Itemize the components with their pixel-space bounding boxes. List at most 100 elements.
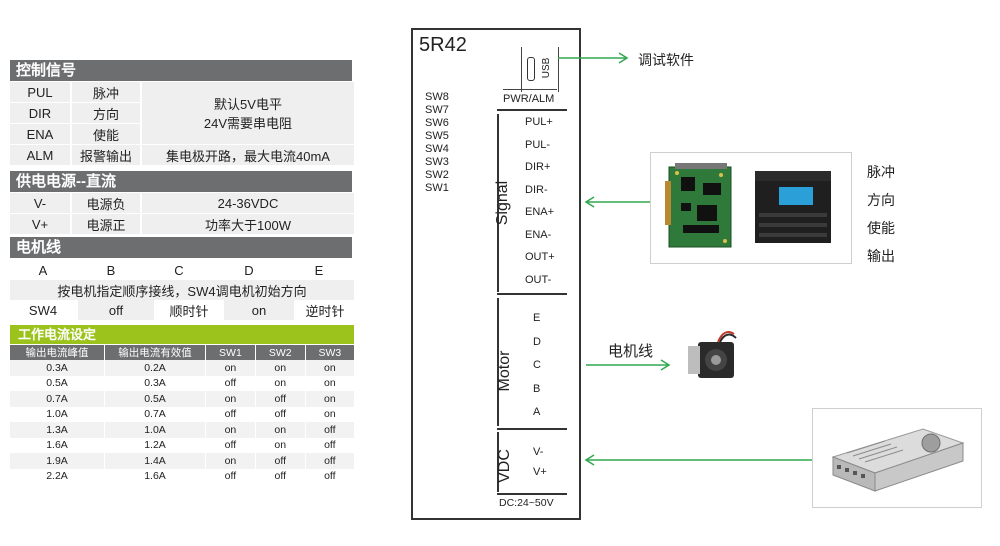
- table-cell: off: [305, 453, 354, 469]
- power-pin: V-: [10, 193, 70, 213]
- power-supply-header: 供电电源--直流: [10, 171, 352, 192]
- table-cell: on: [255, 360, 306, 376]
- vdc-pin: V-: [533, 446, 544, 458]
- signal-desc: 报警输出: [72, 145, 140, 165]
- table-cell: on: [255, 422, 306, 438]
- table-cell: on: [305, 391, 354, 407]
- table-cell: off: [255, 468, 306, 484]
- level-note-line2: 24V需要串电阻: [203, 116, 293, 131]
- col-sw1: SW1: [205, 345, 256, 360]
- alarm-output-note: 集电极开路，最大电流40mA: [142, 145, 354, 165]
- motor-wire-letter: C: [146, 260, 212, 280]
- table-cell: 1.4A: [104, 453, 206, 469]
- dip-switch-label: SW6: [425, 117, 449, 129]
- dip-switch-label: SW1: [425, 182, 449, 194]
- table-cell: 0.3A: [10, 360, 105, 376]
- driver-model: 5R42: [419, 34, 467, 56]
- table-cell: off: [305, 437, 354, 453]
- table-cell: on: [205, 453, 256, 469]
- motor-wire-letter: D: [214, 260, 284, 280]
- controller-label-enable: 使能: [867, 220, 895, 236]
- controller-label-direction: 方向: [867, 192, 895, 208]
- signal-pin: OUT+: [525, 251, 555, 263]
- table-cell: 1.6A: [104, 468, 206, 484]
- sw4-on: on: [224, 300, 294, 320]
- table-cell: 1.0A: [10, 406, 105, 422]
- table-cell: on: [205, 422, 256, 438]
- table-cell: on: [205, 391, 256, 407]
- stepper-motor-icon: [688, 331, 737, 378]
- motor-pin: C: [533, 359, 541, 371]
- usb-divider: [503, 89, 557, 90]
- usb-arrow-head: [618, 52, 629, 64]
- table-cell: 0.7A: [104, 406, 206, 422]
- power-pin-desc: 电源正: [72, 214, 140, 234]
- motor-pin: D: [533, 335, 541, 348]
- signal-pin: PUL+: [525, 116, 553, 128]
- dip-switch-label: SW7: [425, 104, 449, 116]
- signal-desc: 脉冲: [72, 82, 140, 102]
- table-cell: on: [255, 375, 306, 391]
- table-cell: 1.6A: [10, 437, 105, 453]
- signal-desc: 方向: [72, 103, 140, 123]
- col-peak-current: 输出电流峰值: [10, 345, 105, 360]
- debug-software-label: 调试软件: [638, 52, 694, 68]
- motor-pin: A: [533, 406, 541, 418]
- sw4-counterclockwise: 逆时针: [296, 300, 354, 320]
- motor-wire-letter: A: [10, 260, 76, 280]
- power-supply-illustration: [831, 428, 965, 492]
- signal-level-note: 默认5V电平 24V需要串电阻: [142, 82, 354, 144]
- vdc-range: DC:24~50V: [499, 497, 554, 509]
- signal-pin: ENA-: [525, 228, 552, 241]
- table-cell: off: [255, 453, 306, 469]
- motor-wire-header: 电机线: [10, 237, 352, 258]
- pwr-divider: [497, 109, 567, 111]
- sw4-clockwise: 顺时针: [156, 300, 222, 320]
- controller-label-pulse: 脉冲: [867, 164, 895, 180]
- table-cell: on: [305, 360, 354, 376]
- col-sw3: SW3: [305, 345, 354, 360]
- table-cell: off: [255, 406, 306, 422]
- motor-divider: [497, 428, 567, 430]
- table-cell: off: [205, 468, 256, 484]
- power-pin-desc: 电源负: [72, 193, 140, 213]
- table-cell: on: [255, 437, 306, 453]
- table-cell: 1.0A: [104, 422, 206, 438]
- table-cell: on: [305, 406, 354, 422]
- table-cell: 1.2A: [104, 437, 206, 453]
- level-note-line1: 默认5V电平: [214, 97, 282, 112]
- controller-label-output: 输出: [867, 248, 895, 264]
- dip-switch-label: SW3: [425, 156, 449, 168]
- signal-bracket: [497, 114, 499, 292]
- power-arrow-head: [584, 454, 595, 466]
- signal-arrow-head: [584, 196, 595, 208]
- dip-switch-label: SW8: [425, 91, 449, 103]
- signal-pin: DIR+: [525, 161, 551, 173]
- table-cell: off: [205, 406, 256, 422]
- signal-name: ALM: [10, 145, 70, 165]
- table-cell: 0.2A: [104, 360, 206, 376]
- motor-wire-note: 按电机指定顺序接线，SW4调电机初始方向: [10, 280, 354, 300]
- motor-bracket: [497, 298, 499, 426]
- signal-desc: 使能: [72, 124, 140, 144]
- motor-wire-letter: E: [286, 260, 352, 280]
- dip-switch-label: SW5: [425, 130, 449, 142]
- power-supply-photo: [812, 408, 982, 508]
- table-cell: on: [205, 360, 256, 376]
- sw4-off: off: [78, 300, 154, 320]
- table-cell: off: [255, 391, 306, 407]
- power-note: 24-36VDC: [142, 193, 354, 213]
- motor-pin: B: [533, 382, 541, 395]
- control-signal-header: 控制信号: [10, 60, 352, 81]
- controller-photo: [650, 152, 852, 264]
- dip-switch-label: SW4: [425, 143, 449, 155]
- controller-signal-labels: 脉冲 方向 使能 输出: [867, 158, 895, 270]
- signal-pin: ENA+: [525, 206, 555, 218]
